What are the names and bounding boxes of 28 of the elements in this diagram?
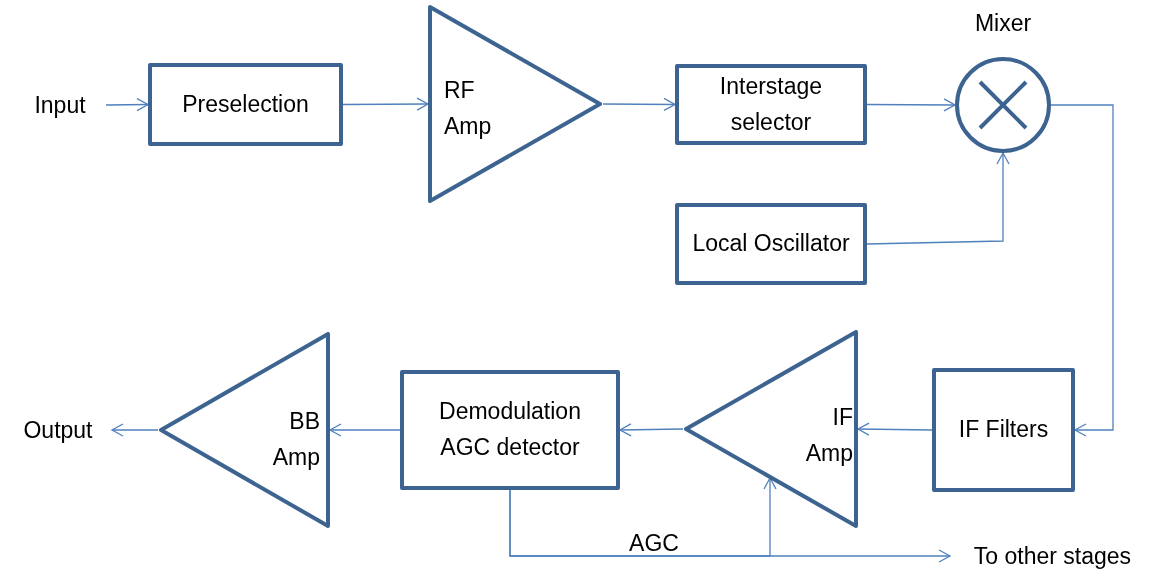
- node-label: Demodulation AGC detector: [438, 397, 582, 462]
- node-label: Interstage selector: [718, 71, 824, 137]
- arrow: [1050, 104, 1114, 437]
- process-box: [675, 203, 867, 285]
- arrow: [509, 477, 777, 557]
- arrow: [105, 98, 149, 112]
- node-label: IF Amp: [804, 403, 853, 468]
- node-label: Output: [23, 415, 93, 445]
- node-label: Preselection: [182, 89, 309, 119]
- arrow: [857, 422, 933, 436]
- arrow: [619, 423, 684, 437]
- process-box: [932, 368, 1075, 492]
- node-label: Mixer: [974, 12, 1032, 35]
- process-box: [675, 64, 867, 145]
- node-label: IF Filters: [958, 415, 1049, 445]
- arrow: [329, 423, 401, 437]
- arrow: [602, 97, 676, 112]
- node-label: To other stages: [973, 541, 1132, 571]
- node-label: RF Amp: [444, 76, 493, 141]
- node-label: Input: [34, 90, 86, 120]
- process-box: [148, 63, 343, 146]
- node-label: Local Oscillator: [692, 229, 850, 259]
- process-box: [400, 370, 620, 490]
- arrow: [342, 97, 429, 111]
- arrow: [866, 98, 956, 112]
- arrow: [111, 423, 159, 437]
- arrow: [866, 152, 1010, 245]
- node-label: BB Amp: [271, 407, 320, 472]
